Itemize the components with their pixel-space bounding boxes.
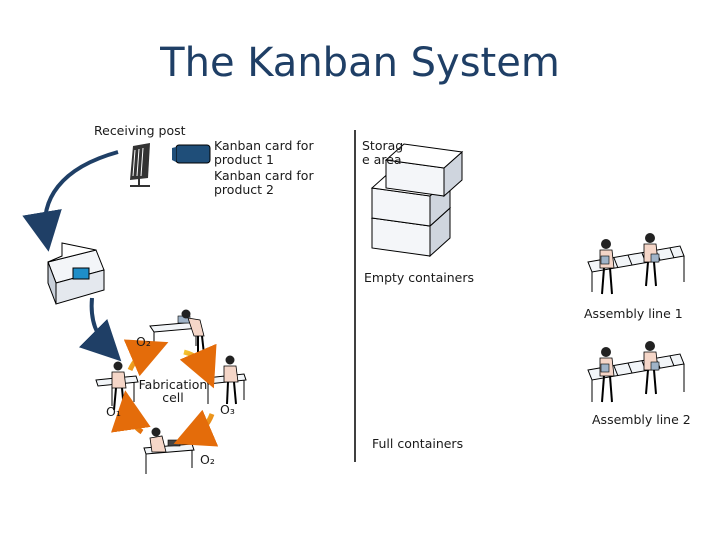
assembly-line-2-icon	[587, 341, 685, 403]
operation-o2-bottom-label: O₂	[200, 452, 215, 467]
fabrication-cell-label-line1: Fabrication	[138, 377, 208, 392]
operation-o2-top-label: O₂	[136, 334, 151, 349]
empty-containers-label: Empty containers	[364, 270, 475, 285]
workstation-o2-top-icon	[149, 309, 205, 355]
storage-area-label-line2: e area	[362, 152, 402, 167]
storage-containers-icon	[370, 143, 464, 258]
flow-arrow-to-container	[22, 150, 119, 252]
flow-arrow-to-fabrication	[78, 297, 122, 362]
kanban-card-2-label-line1: Kanban card for	[214, 168, 314, 183]
receiving-post-icon	[130, 143, 150, 187]
full-containers-label: Full containers	[372, 436, 464, 451]
assembly-line-1-icon	[587, 233, 685, 295]
operation-o1-label: O₁	[106, 404, 121, 419]
assembly-line-2-label: Assembly line 2	[592, 412, 691, 427]
page-title: The Kanban System	[160, 40, 560, 86]
workstation-o3-icon	[205, 355, 247, 405]
operation-o3-label: O₃	[220, 402, 235, 417]
storage-area-label-line1: Storag	[362, 138, 404, 153]
kanban-card-icon	[172, 144, 211, 164]
assembly-line-1-label: Assembly line 1	[584, 306, 683, 321]
kanban-card-1-label-line2: product 1	[214, 152, 275, 167]
receiving-post-label: Receiving post	[94, 123, 186, 138]
workstation-o2-bottom-icon	[143, 427, 195, 474]
container-with-card-icon	[47, 242, 105, 305]
kanban-card-2-label-line2: product 2	[214, 182, 275, 197]
fabrication-cell-label-line2: cell	[162, 390, 184, 405]
fabrication-cycle-arrows	[111, 339, 219, 447]
kanban-card-1-label-line1: Kanban card for	[214, 138, 314, 153]
